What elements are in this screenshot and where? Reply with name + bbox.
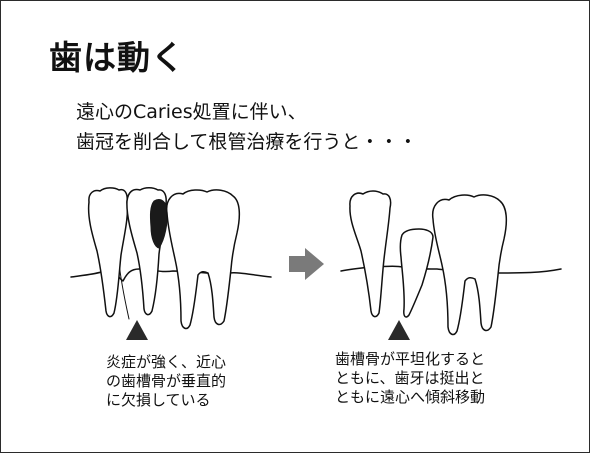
after-tooth-molar — [431, 194, 508, 336]
before-caption: 炎症が強く、近心 の歯槽骨が垂直的 に欠損している — [106, 353, 226, 410]
subtitle-line-1: 遠心のCaries処置に伴い、 — [76, 101, 307, 123]
right-arrow-icon — [289, 248, 324, 280]
before-caption-line-3: に欠損している — [106, 391, 211, 409]
before-caption-line-2: の歯槽骨が垂直的 — [106, 372, 227, 390]
after-teeth-illustration — [340, 190, 562, 336]
after-caption-line-1: 歯槽骨が平坦化すると — [335, 350, 486, 368]
slide-subtitle: 遠心のCaries処置に伴い、 歯冠を削合して根管治療を行うと・・・ — [76, 97, 576, 157]
after-tooth-premolar-2 — [399, 228, 434, 318]
before-tooth-premolar-1 — [87, 187, 129, 318]
after-caption: 歯槽骨が平坦化すると ともに、歯牙は挺出と ともに遠心へ傾斜移動 — [335, 350, 485, 407]
before-tooth-molar — [165, 189, 241, 330]
before-bone-defect — [118, 262, 130, 320]
after-up-triangle-marker-icon — [388, 320, 410, 340]
before-caption-line-1: 炎症が強く、近心 — [106, 353, 227, 371]
before-up-triangle-marker-icon — [126, 320, 148, 340]
after-tooth-premolar-1 — [349, 190, 392, 318]
slide-title: 歯は動く — [49, 38, 185, 77]
after-caption-line-3: ともに遠心へ傾斜移動 — [335, 388, 486, 406]
before-teeth-illustration — [70, 187, 272, 330]
before-caries-lesion — [149, 199, 168, 249]
after-caption-line-2: ともに、歯牙は挺出と — [335, 369, 485, 387]
subtitle-line-2: 歯冠を削合して根管治療を行うと・・・ — [76, 131, 418, 153]
